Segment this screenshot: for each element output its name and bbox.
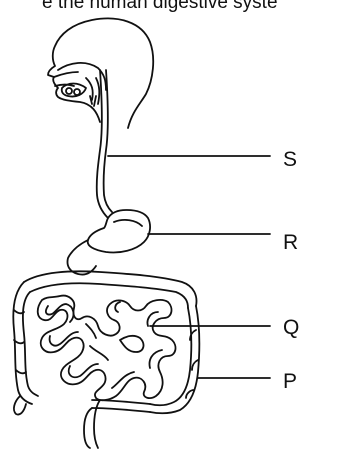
esophagus-right-wall [104,70,112,212]
label-p: P [283,370,297,394]
descending-colon-inner [150,308,191,405]
sigmoid-colon [92,400,150,412]
label-r: R [283,231,298,255]
tooth-1 [66,88,72,94]
small-intestine-inner [46,302,162,388]
tooth-2 [74,89,80,95]
caption-text: e the human digestive syste [42,0,358,13]
pharynx [86,78,99,106]
label-s: S [283,148,297,172]
stomach-inner-line [114,220,142,226]
stomach-outline [88,210,150,253]
duodenum [67,240,96,275]
small-intestine-outer [38,296,176,401]
transverse-colon-outer [24,271,196,306]
label-q: Q [283,316,299,340]
descending-colon-outer [150,306,199,413]
ascending-colon-inner [23,292,38,396]
